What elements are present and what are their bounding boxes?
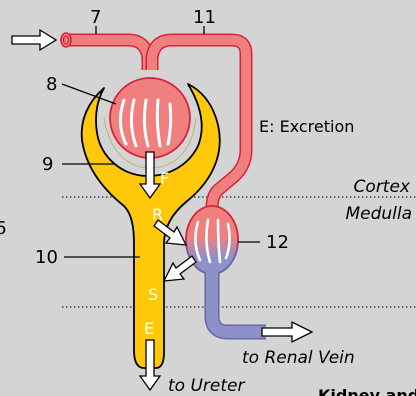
zone-medulla: Medulla — [345, 204, 412, 224]
inflow-arrow — [12, 30, 56, 50]
zone-cortex: Cortex — [354, 177, 411, 197]
letter-reabsorption: R — [152, 205, 163, 224]
renal-vein-outflow-arrow — [262, 322, 312, 342]
callout-7: 7 — [90, 7, 101, 28]
leader-8 — [62, 84, 116, 104]
callout-8: 8 — [46, 74, 57, 95]
callout-9: 9 — [42, 154, 53, 175]
callout-11: 11 — [193, 7, 216, 28]
renal-vein-tube — [212, 272, 266, 332]
outflow-ureter: to Ureter — [168, 376, 245, 396]
corner-title-fragment: Kidney and N — [318, 386, 416, 396]
letter-secretion: S — [148, 285, 158, 304]
edge-callout-6: 6 — [0, 218, 6, 239]
afferent-inlet — [61, 33, 71, 47]
callout-12: 12 — [266, 232, 289, 253]
secretion-arrow — [164, 256, 196, 281]
outflow-renal-vein: to Renal Vein — [242, 348, 355, 368]
letter-excretion: E — [144, 319, 154, 338]
callout-10: 10 — [35, 247, 58, 268]
letter-filtration: F — [160, 169, 169, 188]
legend-excretion-fragment: E: Excretion — [259, 117, 354, 136]
